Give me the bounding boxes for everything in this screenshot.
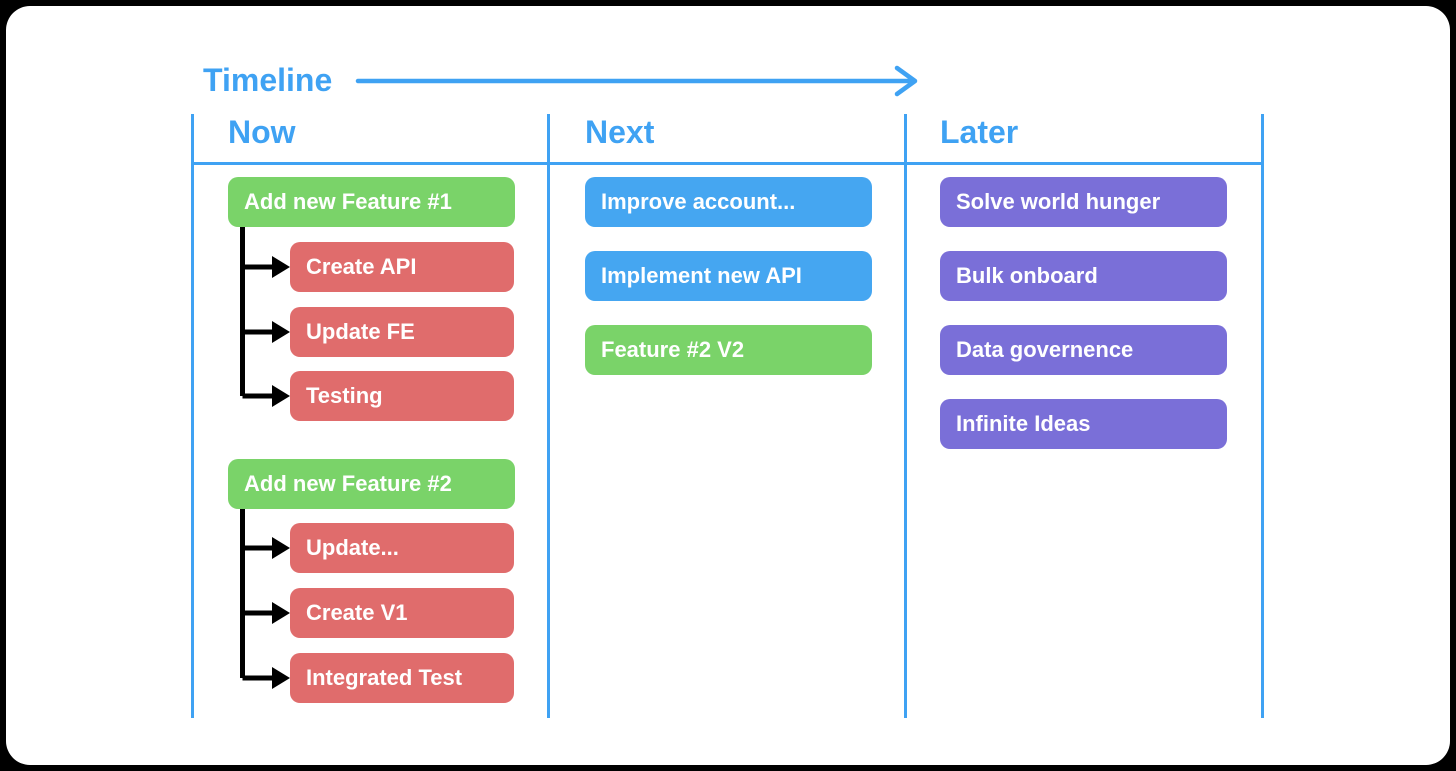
column-divider-right bbox=[1261, 114, 1264, 718]
column-header-later: Later bbox=[940, 114, 1019, 150]
task-card-parent[interactable]: Add new Feature #2 bbox=[228, 459, 515, 509]
task-card-child[interactable]: Testing bbox=[290, 371, 514, 421]
task-card[interactable]: Infinite Ideas bbox=[940, 399, 1227, 449]
task-card[interactable]: Feature #2 V2 bbox=[585, 325, 872, 375]
task-card[interactable]: Implement new API bbox=[585, 251, 872, 301]
task-card-child[interactable]: Create API bbox=[290, 242, 514, 292]
task-card-child[interactable]: Integrated Test bbox=[290, 653, 514, 703]
task-card[interactable]: Solve world hunger bbox=[940, 177, 1227, 227]
task-card-child[interactable]: Update FE bbox=[290, 307, 514, 357]
column-divider-now-next bbox=[547, 114, 550, 718]
task-card-child[interactable]: Update... bbox=[290, 523, 514, 573]
connector-arrows-group2 bbox=[240, 509, 290, 689]
roadmap-board: Timeline Now Next Later Add new Feature … bbox=[6, 6, 1450, 765]
task-card[interactable]: Bulk onboard bbox=[940, 251, 1227, 301]
task-card[interactable]: Improve account... bbox=[585, 177, 872, 227]
column-header-now: Now bbox=[228, 114, 296, 150]
timeline-label: Timeline bbox=[203, 62, 333, 98]
header-underline bbox=[191, 162, 1264, 165]
task-card[interactable]: Data governence bbox=[940, 325, 1227, 375]
connector-arrows-group1 bbox=[240, 227, 290, 407]
column-header-next: Next bbox=[585, 114, 655, 150]
timeline-arrow-icon bbox=[355, 65, 918, 97]
task-card-child[interactable]: Create V1 bbox=[290, 588, 514, 638]
column-divider-left bbox=[191, 114, 194, 718]
column-divider-next-later bbox=[904, 114, 907, 718]
task-card-parent[interactable]: Add new Feature #1 bbox=[228, 177, 515, 227]
